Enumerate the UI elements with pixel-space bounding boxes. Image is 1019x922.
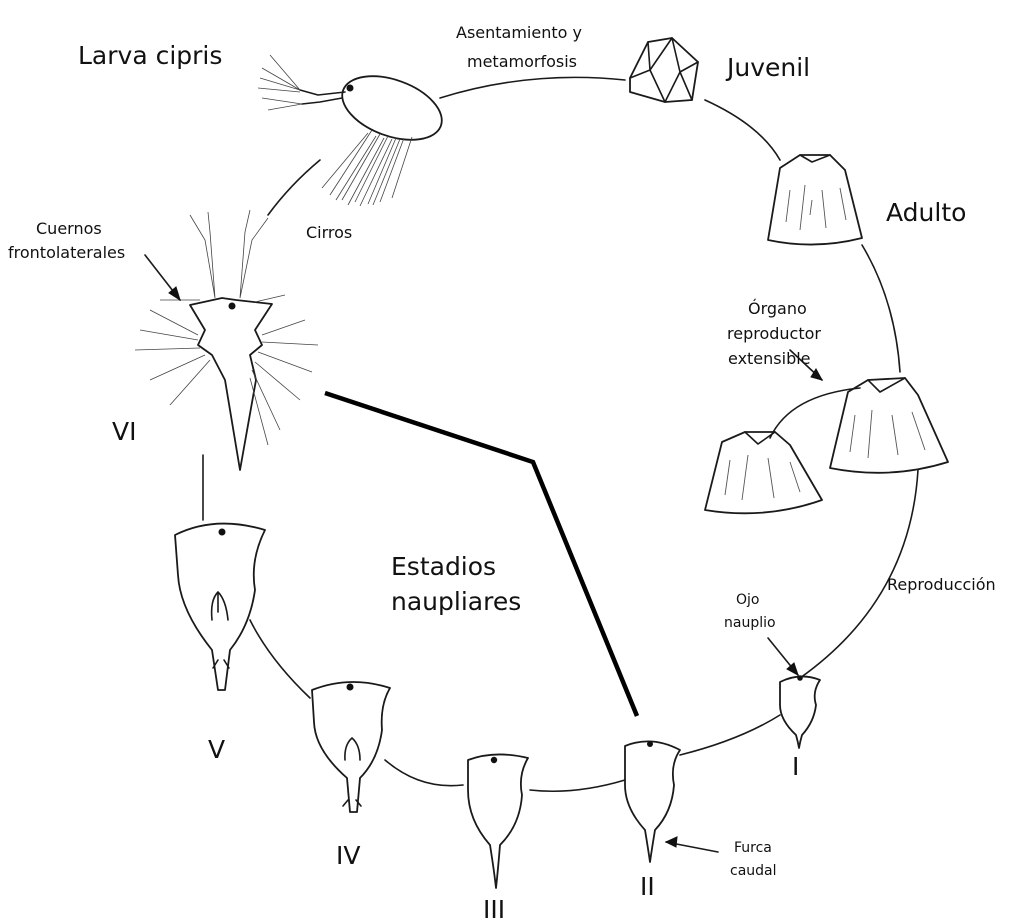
label-stage-iv: IV [336, 841, 360, 870]
label-frontolateral-horns-line2: frontolaterales [8, 243, 125, 262]
stage-vi-drawing [135, 210, 318, 470]
stage-i-drawing [780, 675, 820, 748]
label-cirri: Cirros [306, 223, 352, 242]
label-organ-line2: reproductor [727, 324, 821, 343]
label-organ-line1: Órgano [748, 299, 807, 318]
cypris-larva-drawing [258, 55, 450, 206]
label-metamorphosis: metamorfosis [467, 52, 577, 71]
label-nauplius-stages-line1: Estadios [391, 552, 496, 581]
label-eye-line1: Ojo [736, 592, 759, 608]
label-stage-v: V [208, 735, 225, 764]
juvenile-drawing [630, 38, 698, 102]
reproducing-barnacles-drawing [705, 378, 948, 513]
label-stage-ii: II [640, 872, 655, 901]
label-nauplius-stages-line2: naupliares [391, 587, 521, 616]
stage-v-drawing [175, 524, 265, 690]
stage-iv-drawing [312, 682, 390, 812]
label-reproduction: Reproducción [887, 575, 996, 594]
label-adult: Adulto [886, 198, 966, 227]
label-eye-line2: nauplio [724, 615, 776, 631]
label-stage-iii: III [483, 895, 505, 922]
label-furca-line2: caudal [730, 863, 777, 879]
label-juvenile: Juvenil [725, 53, 810, 82]
label-stage-vi: VI [112, 417, 136, 446]
label-stage-i: I [792, 752, 799, 781]
stage-iii-drawing [468, 754, 528, 888]
label-cypris-larva: Larva cipris [78, 41, 222, 70]
label-furca-line1: Furca [734, 840, 772, 856]
label-organ-line3: extensible [728, 349, 811, 368]
label-frontolateral-horns-line1: Cuernos [36, 219, 102, 238]
label-settlement: Asentamiento y [456, 23, 582, 42]
adult-barnacle-drawing [768, 155, 862, 245]
